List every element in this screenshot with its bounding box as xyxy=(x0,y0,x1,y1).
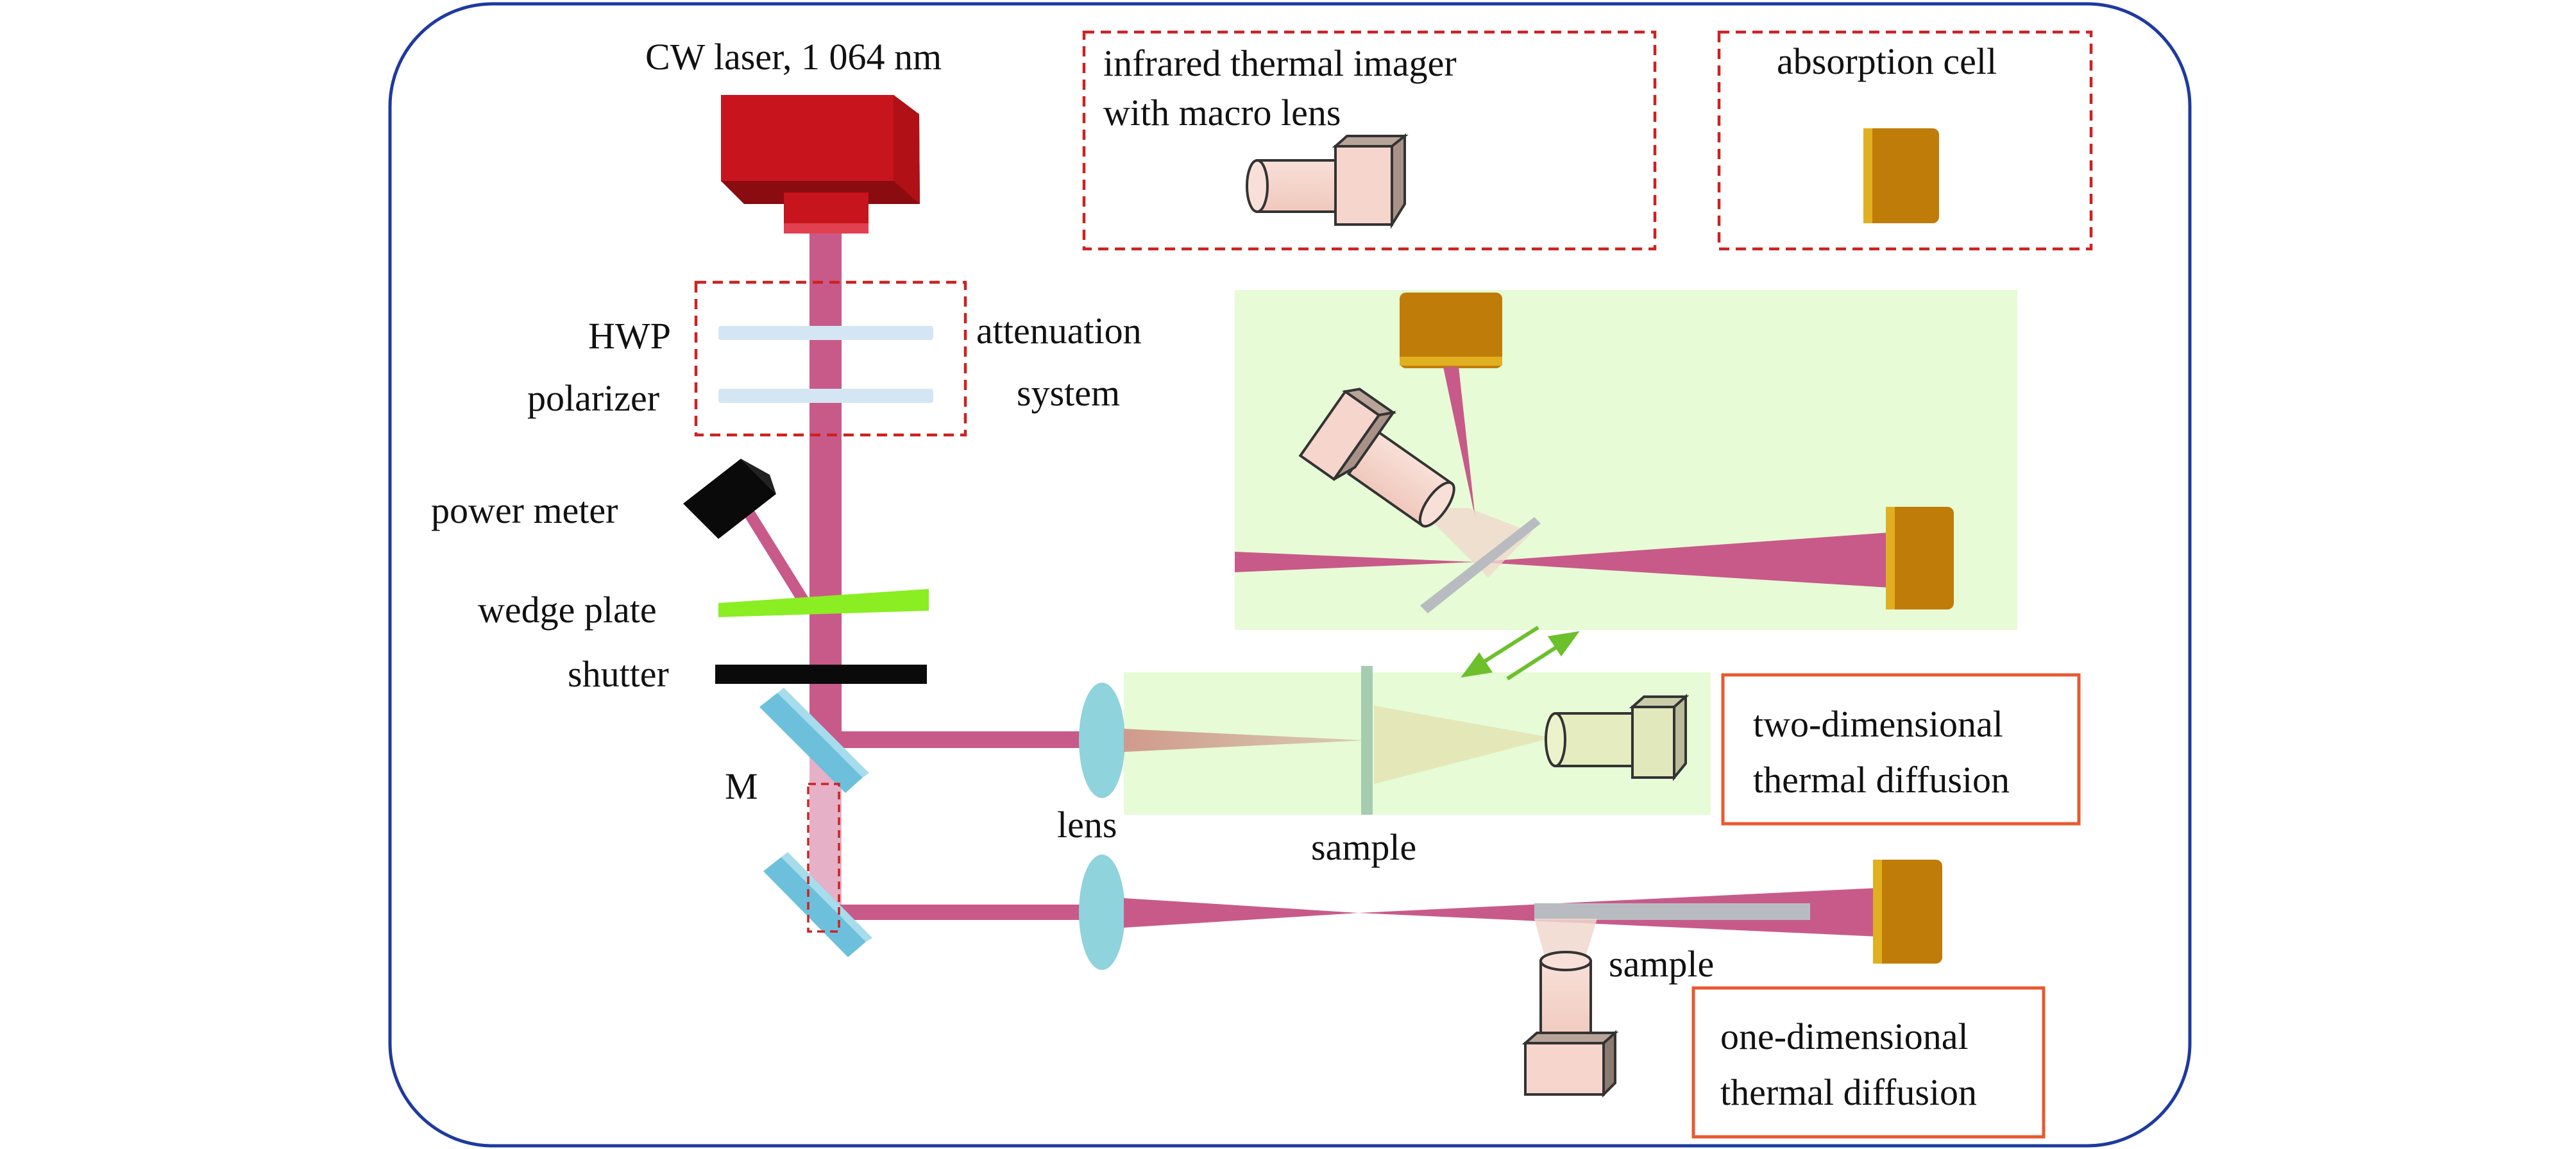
mode-2d-label-1: two-dimensional xyxy=(1753,703,2003,745)
label-sample-1d: sample xyxy=(1609,943,1714,985)
sample-1d-bar xyxy=(1534,903,1810,920)
shutter xyxy=(715,665,927,684)
attenuation-system-box xyxy=(694,280,967,437)
label-polarizer: polarizer xyxy=(527,377,659,419)
lens-2d xyxy=(1079,683,1125,798)
imager-1d xyxy=(1521,951,1619,1098)
legend-imager-label-1: infrared thermal imager xyxy=(1103,42,1457,84)
beam-to-power-meter xyxy=(744,510,810,606)
label-sample-2d: sample xyxy=(1311,826,1416,868)
imager-2d-view-cone xyxy=(1374,706,1552,784)
mode-1d-label-1: one-dimensional xyxy=(1720,1016,1969,1057)
closeup-sample-tilted xyxy=(1420,517,1541,613)
label-laser: CW laser, 1 064 nm xyxy=(645,36,942,78)
label-lens: lens xyxy=(1057,804,1117,846)
legend-absorption-box xyxy=(1717,30,2093,251)
legend-absorption-label: absorption cell xyxy=(1777,40,1997,82)
legend-imager-label-2: with macro lens xyxy=(1103,92,1341,133)
outer-frame xyxy=(388,2,2192,1148)
legend-imager-box xyxy=(1082,30,1657,251)
label-power-meter: power meter xyxy=(431,489,618,531)
imager-2d xyxy=(1545,694,1690,781)
closeup-beam-incoming xyxy=(1235,552,1475,572)
label-mirror: M xyxy=(725,765,758,807)
polarizer-plate xyxy=(718,389,933,403)
closeup-beam-transmitted xyxy=(1475,532,1890,588)
lens-1d xyxy=(1079,855,1125,970)
label-wedge-plate: wedge plate xyxy=(478,589,657,631)
legend-absorption-cell-icon xyxy=(1863,128,1939,223)
beam-2d-converging xyxy=(1124,729,1365,752)
closeup-imager-view-cone xyxy=(1419,508,1532,577)
mirror-2 xyxy=(763,852,872,957)
mode-2d-box xyxy=(1721,673,2081,826)
sample-2d-plate xyxy=(1361,666,1373,815)
closeup-absorption-cell-1d xyxy=(1873,860,1942,964)
mirror-dashed-box xyxy=(807,783,840,933)
beam-horizontal-1d xyxy=(834,905,1089,920)
label-attenuation-1: attenuation xyxy=(976,310,1142,352)
imager-1d-view-cone xyxy=(1534,919,1597,961)
closeup-absorption-cell-right xyxy=(1886,507,1954,609)
hwp-plate xyxy=(718,326,933,340)
beam-horizontal-2d xyxy=(826,731,1089,748)
toggle-arrows xyxy=(1461,626,1580,681)
label-attenuation-2: system xyxy=(1017,372,1120,414)
mode-1d-box xyxy=(1691,986,2046,1139)
closeup-absorption-cell-top xyxy=(1400,293,1502,368)
mirror-1 xyxy=(759,688,869,793)
closeup-beam-reflected xyxy=(1443,367,1475,518)
laser-source xyxy=(721,95,920,234)
label-hwp: HWP xyxy=(588,315,671,357)
legend-imager-icon xyxy=(1246,133,1409,229)
beam-1d-converging xyxy=(1124,898,1359,928)
beam-vertical-main xyxy=(809,234,842,748)
closeup-imager xyxy=(1298,387,1455,528)
wedge-plate xyxy=(718,589,929,617)
power-meter xyxy=(683,459,776,539)
mode-1d-label-2: thermal diffusion xyxy=(1720,1071,1977,1113)
label-shutter: shutter xyxy=(568,653,669,695)
mode-2d-label-2: thermal diffusion xyxy=(1753,759,2010,801)
